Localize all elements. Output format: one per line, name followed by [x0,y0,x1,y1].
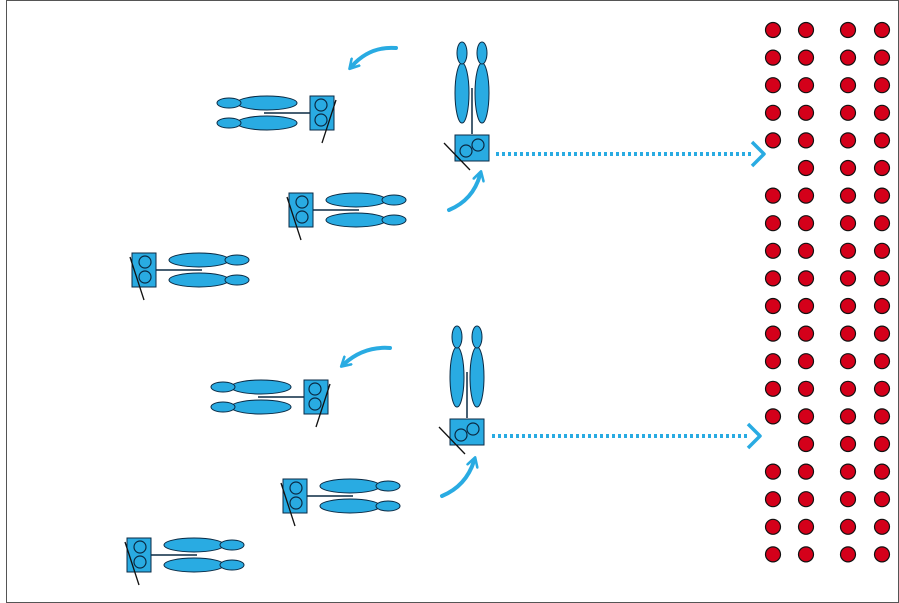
enemy-soldier-dot-icon [797,546,815,563]
enemy-soldier-dot-icon [839,518,857,535]
enemy-soldier-dot-icon [839,435,857,453]
enemy-soldier-dot-icon [797,518,815,535]
enemy-soldier-dot-icon [839,380,857,397]
unit-group-upper [129,41,766,301]
enemy-soldier-dot-icon [764,353,782,370]
cannon-unit-icon [129,252,250,301]
enemy-soldier-dot-icon [764,380,782,397]
enemy-soldier-dot-icon [764,408,782,425]
enemy-soldier-dot-icon [764,463,782,480]
enemy-soldier-dot-icon [764,187,782,204]
enemy-soldier-dot-icon [839,353,857,370]
enemy-soldier-dot-icon [764,297,782,315]
enemy-soldier-dot-icon [839,408,857,425]
enemy-soldier-dot-icon [797,491,815,508]
cannon-unit-icon [286,192,407,241]
enemy-soldier-dot-icon [797,215,815,232]
unit-group-lower [124,325,762,586]
enemy-soldier-dot-icon [797,21,815,39]
enemy-soldier-dot-icon [764,270,782,287]
enemy-soldier-dot-icon [873,325,891,342]
enemy-soldier-dot-icon [873,518,891,535]
enemy-soldier-dot-icon [873,435,891,453]
enemy-soldier-dot-icon [797,297,815,315]
enemy-soldier-dot-icon [873,242,891,259]
enemy-soldier-dot-icon [764,77,782,94]
curved-arrow-icon [447,170,485,212]
enemy-soldier-dot-icon [873,215,891,232]
enemy-soldier-dot-icon [873,270,891,287]
enemy-soldier-dot-icon [797,270,815,287]
cannon-unit-icon [216,95,337,144]
enemy-soldier-dot-icon [873,408,891,425]
enemy-soldier-dot-icon [873,380,891,397]
enemy-soldier-dot-icon [873,187,891,204]
enemy-soldier-dot-icon [873,159,891,177]
enemy-soldier-dot-icon [797,435,815,453]
enemy-soldier-dot-icon [873,297,891,315]
enemy-soldier-dot-icon [797,104,815,121]
enemy-soldier-dot-icon [839,49,857,66]
enemy-soldier-dot-icon [764,518,782,535]
enemy-soldier-dot-icon [764,132,782,149]
enemy-soldier-dot-icon [764,215,782,232]
enemy-soldier-dot-icon [839,21,857,39]
curved-arrow-icon [339,345,392,368]
enemy-soldier-dot-icon [839,546,857,563]
enemy-soldier-dot-icon [764,104,782,121]
enemy-soldier-dot-icon [839,242,857,259]
frame-border [6,0,899,603]
enemy-soldier-dot-icon [839,297,857,315]
enemy-soldier-dot-icon [764,242,782,259]
enemy-soldier-dot-icon [839,325,857,342]
enemy-soldier-dot-icon [764,546,782,563]
curved-arrow-icon [440,456,479,498]
curved-arrow-icon [348,45,398,71]
dotted-arrow-icon [496,140,766,168]
enemy-soldier-dot-icon [764,325,782,342]
enemy-soldier-dot-icon [797,242,815,259]
enemy-formation [764,21,891,563]
enemy-soldier-dot-icon [839,270,857,287]
enemy-soldier-dot-icon [873,21,891,39]
enemy-soldier-dot-icon [839,132,857,149]
enemy-soldier-dot-icon [797,353,815,370]
enemy-soldier-dot-icon [797,408,815,425]
enemy-soldier-dot-icon [873,49,891,66]
enemy-soldier-dot-icon [873,546,891,563]
cannon-unit-icon [438,325,485,455]
cannon-unit-icon [443,41,490,171]
enemy-soldier-dot-icon [797,463,815,480]
enemy-soldier-dot-icon [797,49,815,66]
dotted-arrow-icon [492,422,762,450]
enemy-soldier-dot-icon [797,132,815,149]
cannon-unit-icon [210,379,331,428]
cannon-unit-icon [124,537,245,586]
enemy-soldier-dot-icon [839,463,857,480]
enemy-soldier-dot-icon [839,215,857,232]
enemy-soldier-dot-icon [764,49,782,66]
enemy-soldier-dot-icon [839,187,857,204]
enemy-soldier-dot-icon [873,77,891,94]
enemy-soldier-dot-icon [839,491,857,508]
enemy-soldier-dot-icon [873,104,891,121]
enemy-soldier-dot-icon [764,491,782,508]
enemy-soldier-dot-icon [873,132,891,149]
enemy-soldier-dot-icon [797,325,815,342]
enemy-soldier-dot-icon [764,21,782,39]
enemy-soldier-dot-icon [797,380,815,397]
enemy-soldier-dot-icon [797,159,815,177]
enemy-soldier-dot-icon [873,491,891,508]
enemy-soldier-dot-icon [797,77,815,94]
enemy-soldier-dot-icon [839,77,857,94]
enemy-soldier-dot-icon [839,104,857,121]
enemy-soldier-dot-icon [873,463,891,480]
enemy-soldier-dot-icon [797,187,815,204]
enemy-soldier-dot-icon [839,159,857,177]
enemy-soldier-dot-icon [873,353,891,370]
cannon-unit-icon [280,478,401,527]
